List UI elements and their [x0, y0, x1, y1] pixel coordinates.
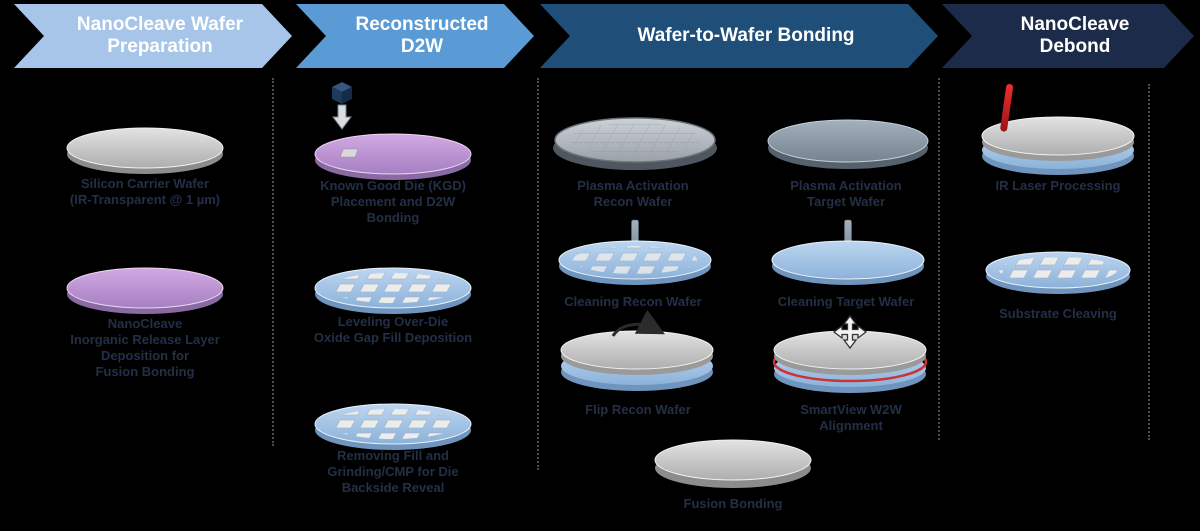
target-wafer — [767, 119, 929, 169]
cleave-caption: Substrate Cleaving — [999, 306, 1117, 321]
laser-beam-icon — [1000, 83, 1014, 132]
cleaning-target-wafer — [771, 219, 925, 285]
clean-recon-caption: Cleaning Recon Wafer — [564, 294, 702, 309]
column-divider-4 — [1148, 84, 1150, 440]
carrier-wafer-caption: Silicon Carrier Wafer (IR-Transparent @ … — [69, 176, 221, 207]
four-way-move-arrows-icon — [832, 314, 868, 350]
process-step-arrow-reconstructed-d2w: Reconstructed D2W — [296, 4, 534, 68]
bonded-wafer-pair — [654, 439, 812, 488]
release-wafer-with-die — [314, 133, 472, 180]
down-arrow-icon — [332, 104, 352, 130]
flip-arrow-icon — [611, 309, 665, 337]
cleaved-recon-wafer — [985, 251, 1131, 294]
die-placement-caption: Known Good Die (KGD) Placement and D2W B… — [320, 178, 466, 225]
die-reveal-caption: Removing Fill and Grinding/CMP for Die B… — [327, 448, 459, 495]
recon-wafer-gapfill — [314, 267, 472, 314]
column-divider-1 — [272, 78, 274, 446]
laser-debond-stack — [981, 83, 1135, 175]
process-step-arrow-preparation: NanoCleave Wafer Preparation — [14, 4, 292, 68]
flip-wafer-stack — [560, 309, 714, 391]
plasma-target-caption: Plasma Activation Target Wafer — [790, 178, 902, 209]
gapfill-caption: Leveling Over-Die Oxide Gap Fill Deposit… — [313, 314, 473, 345]
recon-wafer-die-reveal — [314, 403, 472, 450]
release-wafer-caption: NanoCleave Inorganic Release Layer Depos… — [70, 316, 220, 379]
process-step-arrow-w2w-bonding: Wafer-to-Wafer Bonding — [540, 4, 938, 68]
silicon-carrier-wafer — [66, 127, 224, 174]
flip-caption: Flip Recon Wafer — [585, 402, 691, 417]
column-divider-2 — [537, 78, 539, 470]
plasma-recon-caption: Plasma Activation Recon Wafer — [577, 178, 689, 209]
pick-and-place-die-icon — [332, 82, 352, 130]
fusion-bonding-caption: Fusion Bonding — [683, 496, 783, 511]
laser-caption: IR Laser Processing — [995, 178, 1121, 193]
column-divider-3 — [938, 78, 940, 440]
cleaning-recon-wafer — [558, 219, 712, 285]
align-caption: SmartView W2W Alignment — [800, 402, 902, 433]
clean-target-caption: Cleaning Target Wafer — [777, 294, 915, 309]
release-layer-wafer — [66, 267, 224, 314]
align-wafer-stack — [772, 314, 928, 393]
molded-recon-wafer — [553, 117, 717, 170]
process-step-arrow-debond: NanoCleave Debond — [942, 4, 1194, 68]
